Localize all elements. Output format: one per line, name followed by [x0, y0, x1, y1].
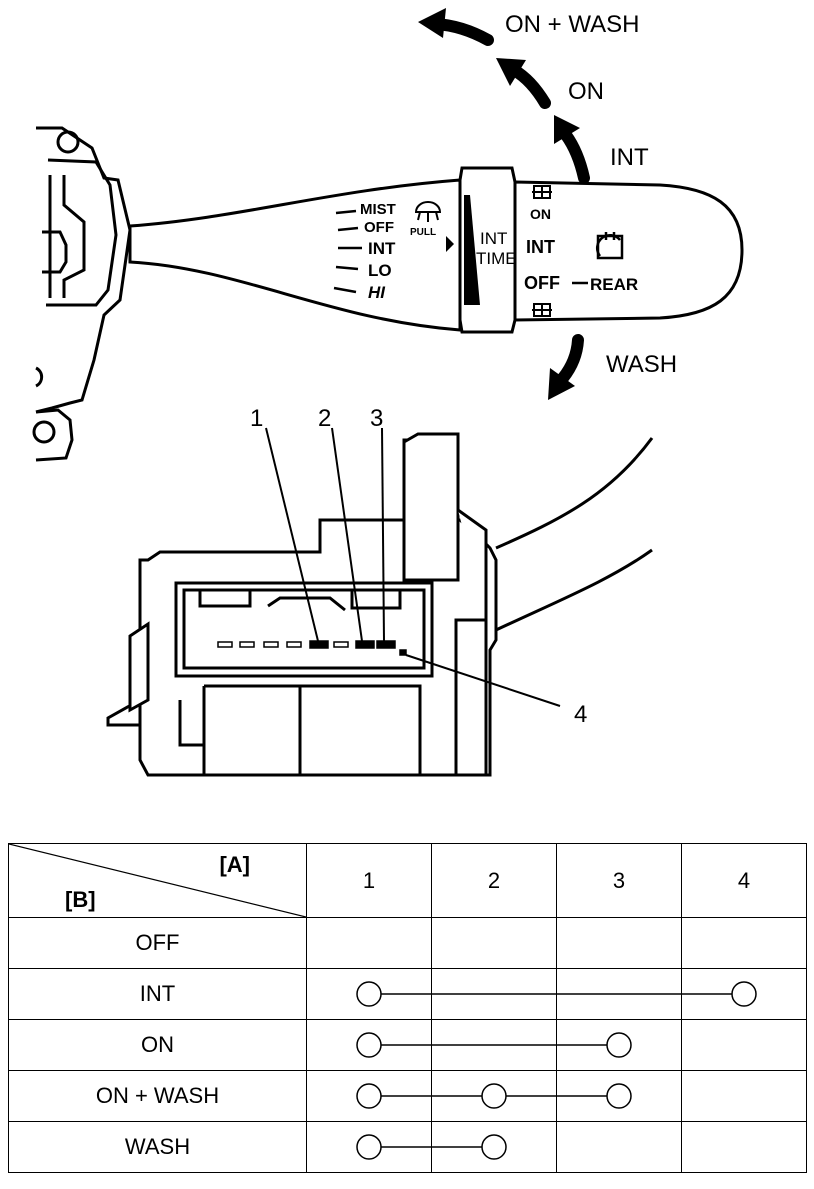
header-a-label: [A] — [219, 852, 250, 877]
table-cell — [431, 968, 557, 1020]
arrow-int — [554, 115, 590, 184]
table-header-row: [A] [B] 1 2 3 4 — [8, 843, 807, 918]
column-header: 4 — [681, 843, 807, 918]
column-header: 1 — [306, 843, 432, 918]
table-cell — [556, 1019, 682, 1071]
row-label: ON — [8, 1019, 307, 1071]
rear-position-off: OFF — [524, 273, 560, 293]
arrow-label-int: INT — [610, 144, 649, 171]
table-cell — [431, 1070, 557, 1122]
pointer-arrow-icon — [446, 236, 454, 252]
front-washer-icon — [414, 201, 442, 222]
table-cell — [556, 1121, 682, 1173]
column-mount — [32, 126, 132, 462]
arrow-label-on-wash: ON + WASH — [505, 11, 639, 38]
callout-1: 1 — [250, 405, 263, 432]
table-cell — [306, 1121, 432, 1173]
table-cell — [306, 1019, 432, 1071]
arrow-label-wash: WASH — [606, 351, 677, 378]
table-cell — [306, 968, 432, 1020]
table-row: ON — [8, 1019, 807, 1071]
connector-housing — [106, 432, 654, 777]
rear-position-int: INT — [526, 237, 555, 257]
table-cell — [681, 1019, 807, 1071]
table-cell — [556, 968, 682, 1020]
int-time-wedge-icon — [464, 195, 480, 305]
row-label: OFF — [8, 917, 307, 969]
row-label: WASH — [8, 1121, 307, 1173]
position-lo: LO — [368, 261, 392, 280]
rear-wiper-icon — [595, 232, 624, 260]
rear-washer-icon-bottom — [532, 303, 552, 317]
arrow-on-wash — [418, 8, 494, 46]
connector-pins — [217, 640, 407, 656]
position-mist: MIST — [360, 201, 396, 218]
column-header: 3 — [556, 843, 682, 918]
rear-washer-icon-top — [532, 185, 552, 199]
position-off: OFF — [364, 219, 394, 236]
column-header: 2 — [431, 843, 557, 918]
table-row: ON + WASH — [8, 1070, 807, 1122]
table-cell — [431, 1019, 557, 1071]
callout-4: 4 — [574, 701, 587, 728]
rear-position-on: ON — [530, 206, 551, 222]
wiper-lever — [128, 166, 744, 334]
int-time-label-int: INT — [480, 229, 507, 248]
table-row: INT — [8, 968, 807, 1020]
callout-leaders — [265, 427, 561, 707]
table-cell — [681, 917, 807, 969]
table-cell — [306, 917, 432, 969]
table-cell — [681, 1070, 807, 1122]
table-cell — [681, 1121, 807, 1173]
row-label: ON + WASH — [8, 1070, 307, 1122]
row-label: INT — [8, 968, 307, 1020]
table-cell — [556, 917, 682, 969]
pull-label: PULL — [410, 227, 436, 238]
table-corner-cell: [A] [B] — [8, 843, 307, 918]
table-cell — [556, 1070, 682, 1122]
table-cell — [431, 1121, 557, 1173]
corner-diagonal — [9, 844, 306, 917]
arrow-label-on: ON — [568, 78, 604, 105]
table-cell — [306, 1070, 432, 1122]
callout-2: 2 — [318, 405, 331, 432]
table-row: OFF — [8, 917, 807, 969]
arrow-on — [496, 58, 551, 109]
arrow-wash — [548, 334, 584, 400]
position-int: INT — [368, 239, 396, 258]
header-b-label: [B] — [65, 887, 96, 912]
table-cell — [681, 968, 807, 1020]
table-row: WASH — [8, 1121, 807, 1173]
front-position-marks — [333, 209, 362, 294]
continuity-table: [A] [B] 1 2 3 4 OFF INT ON ON + WASH WAS… — [8, 843, 807, 1173]
table-cell — [431, 917, 557, 969]
position-hi: HI — [368, 283, 386, 302]
int-time-label-time: TIME — [476, 249, 517, 268]
rear-label: REAR — [590, 275, 638, 294]
callout-3: 3 — [370, 405, 383, 432]
